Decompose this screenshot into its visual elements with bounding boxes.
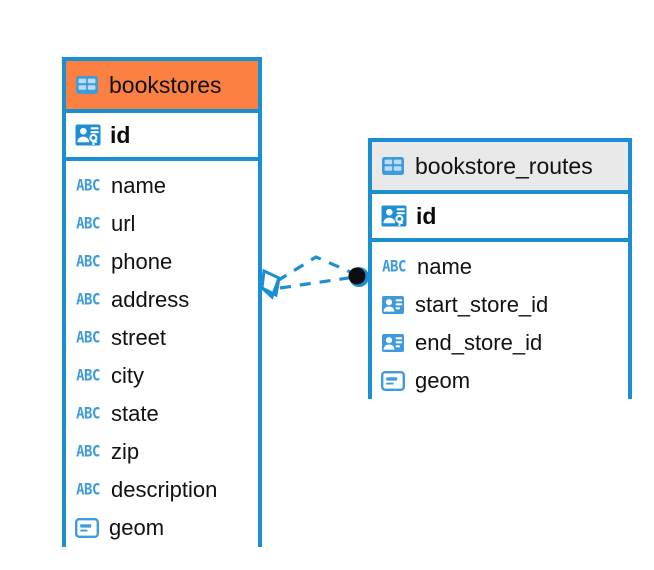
primary-key-icon	[380, 202, 408, 230]
field-label: name	[417, 254, 473, 279]
entity-table-bookstores[interactable]: bookstores id ABC name	[62, 57, 262, 551]
primary-key-row[interactable]: id	[66, 113, 258, 161]
field-label: street	[111, 325, 167, 350]
text-type-icon: ABC	[76, 367, 100, 385]
field-row[interactable]: ABC city	[66, 357, 258, 395]
field-label: city	[111, 363, 144, 388]
entity-header-bookstore-routes[interactable]: bookstore_routes	[372, 142, 628, 194]
entity-title: bookstores	[109, 71, 222, 98]
field-row[interactable]: ABC url	[66, 205, 258, 243]
field-row[interactable]: ABC name	[372, 248, 628, 286]
filled-dot-marker	[348, 267, 369, 287]
foreign-key-icon	[380, 330, 406, 356]
primary-key-row[interactable]: id	[372, 194, 628, 242]
entity-header-bookstores[interactable]: bookstores	[66, 61, 258, 113]
text-type-icon: ABC	[76, 405, 100, 423]
relationship-line-upper	[276, 255, 356, 283]
text-type-icon: ABC	[76, 443, 100, 461]
field-row[interactable]: geom	[66, 509, 258, 547]
text-type-icon: ABC	[76, 253, 100, 271]
entity-table-bookstore-routes[interactable]: bookstore_routes id ABC name	[368, 138, 632, 404]
text-type-icon: ABC	[76, 177, 100, 195]
field-row[interactable]: ABC state	[66, 395, 258, 433]
crows-foot-many-marker	[260, 268, 281, 300]
field-row[interactable]: geom	[372, 362, 628, 400]
table-icon	[380, 153, 406, 179]
text-type-icon: ABC	[76, 329, 100, 347]
field-row[interactable]: ABC street	[66, 319, 258, 357]
field-row[interactable]: ABC address	[66, 281, 258, 319]
field-label: geom	[109, 515, 165, 540]
relationship-line-lower	[279, 275, 356, 290]
field-row[interactable]: start_store_id	[372, 286, 628, 324]
field-row[interactable]: ABC phone	[66, 243, 258, 281]
field-label: url	[111, 211, 136, 236]
field-list: ABC name start_store_id	[372, 242, 628, 404]
text-type-icon: ABC	[382, 258, 406, 276]
primary-key-label: id	[110, 121, 131, 148]
text-type-icon: ABC	[76, 215, 100, 233]
text-type-icon: ABC	[76, 481, 100, 499]
field-label: name	[111, 173, 167, 198]
geometry-type-icon	[380, 368, 406, 394]
field-row[interactable]: ABC description	[66, 471, 258, 509]
foreign-key-icon	[380, 292, 406, 318]
field-row[interactable]: ABC name	[66, 167, 258, 205]
field-label: phone	[111, 249, 173, 274]
field-row[interactable]: end_store_id	[372, 324, 628, 362]
field-label: start_store_id	[415, 292, 549, 317]
field-label: description	[111, 477, 218, 502]
geometry-type-icon	[74, 515, 100, 541]
primary-key-label: id	[416, 202, 437, 229]
field-list: ABC name ABC url ABC phone ABC address A…	[66, 161, 258, 551]
table-icon	[74, 72, 100, 98]
entity-title: bookstore_routes	[415, 152, 593, 179]
field-label: geom	[415, 368, 471, 393]
field-row[interactable]: ABC zip	[66, 433, 258, 471]
field-label: address	[111, 287, 190, 312]
field-label: state	[111, 401, 159, 426]
primary-key-icon	[74, 121, 102, 149]
field-label: zip	[111, 439, 140, 464]
text-type-icon: ABC	[76, 291, 100, 309]
field-label: end_store_id	[415, 330, 543, 355]
